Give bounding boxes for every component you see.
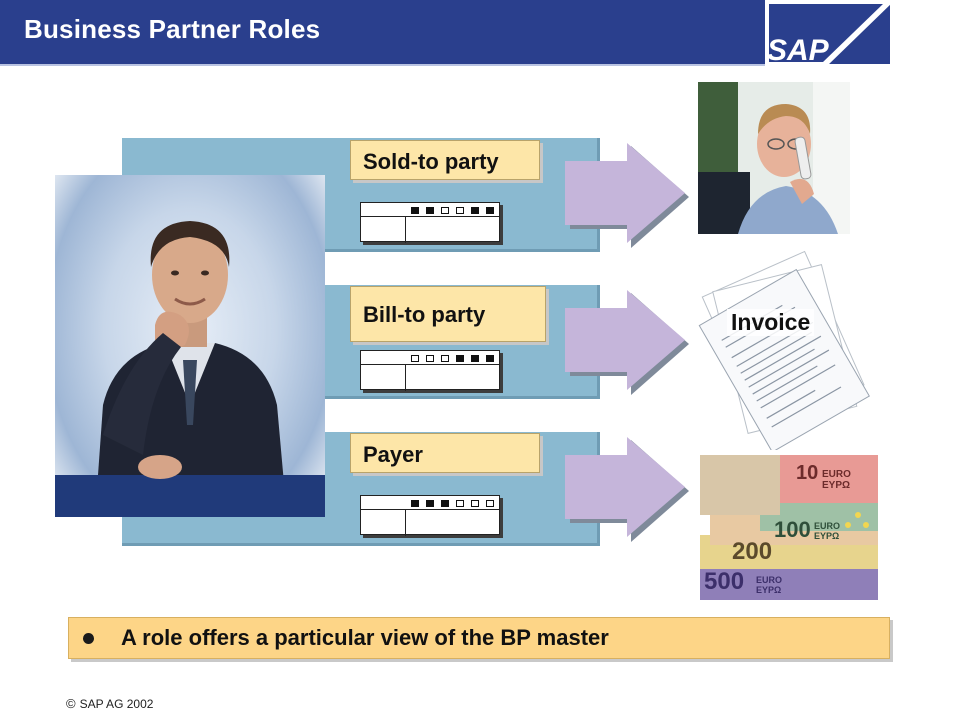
business-partner-photo (55, 175, 325, 517)
copyright-symbol: © (66, 696, 76, 711)
svg-text:EURO: EURO (822, 469, 851, 480)
role-screen-payer (360, 495, 500, 536)
svg-text:SAP: SAP (767, 34, 830, 66)
screen-header-row (361, 203, 499, 217)
euro-banknotes-photo: 10 EURO ΕΥΡΩ 100 EURO ΕΥΡΩ 200 500 EURO … (700, 455, 878, 600)
field-indicator (486, 500, 494, 507)
header: Business Partner Roles SAP (0, 0, 960, 67)
invoice-document (695, 250, 875, 453)
euro-banknotes-icon: 10 EURO ΕΥΡΩ 100 EURO ΕΥΡΩ 200 500 EURO … (700, 455, 878, 600)
field-indicator (441, 355, 449, 362)
key-point-bar: A role offers a particular view of the B… (68, 617, 890, 659)
svg-text:EURO: EURO (756, 575, 782, 585)
svg-text:100: 100 (774, 517, 811, 542)
svg-text:ΕΥΡΩ: ΕΥΡΩ (814, 531, 839, 541)
field-indicator (471, 355, 479, 362)
header-band (0, 0, 890, 66)
role-screen-bill-to (360, 350, 500, 391)
screen-header-row (361, 496, 499, 510)
field-indicator (486, 355, 494, 362)
field-indicator (426, 207, 434, 214)
field-indicator (471, 500, 479, 507)
field-indicator (411, 207, 419, 214)
person-icon (55, 221, 325, 517)
page-title: Business Partner Roles (24, 14, 321, 44)
svg-text:ΕΥΡΩ: ΕΥΡΩ (756, 585, 781, 595)
field-indicator (426, 355, 434, 362)
svg-text:10: 10 (796, 462, 818, 484)
screen-header-row (361, 351, 499, 365)
sap-logo: SAP (765, 0, 895, 67)
screen-column-divider (405, 365, 406, 391)
key-point-text: A role offers a particular view of the B… (121, 625, 609, 650)
arrow-right-icon (565, 290, 689, 395)
arrow-right-icon (565, 437, 689, 542)
svg-text:ΕΥΡΩ: ΕΥΡΩ (822, 480, 850, 491)
field-indicator (441, 500, 449, 507)
svg-text:500: 500 (704, 568, 744, 595)
role-label-bill-to-party: Bill-to party (350, 286, 546, 342)
phone-person-icon (698, 82, 850, 234)
field-indicator (441, 207, 449, 214)
svg-text:200: 200 (732, 538, 772, 565)
invoice-label: Invoice (727, 309, 815, 336)
role-screen-sold-to (360, 202, 500, 243)
copyright-footer: ©SAP AG 2002 (66, 696, 153, 711)
field-indicator (456, 500, 464, 507)
arrow-right-icon (565, 143, 689, 248)
field-indicator (411, 355, 419, 362)
field-indicator (456, 355, 464, 362)
field-indicator (426, 500, 434, 507)
role-label-sold-to-party: Sold-to party (350, 140, 540, 180)
copyright-text: SAP AG 2002 (79, 697, 154, 711)
bullet-icon (83, 633, 94, 644)
sap-logo-icon: SAP (765, 0, 895, 67)
role-label-payer: Payer (350, 433, 540, 473)
field-indicator (456, 207, 464, 214)
phone-call-photo (698, 82, 850, 234)
screen-column-divider (405, 510, 406, 536)
invoice-document-icon (698, 250, 870, 453)
screen-column-divider (405, 217, 406, 243)
svg-text:EURO: EURO (814, 521, 840, 531)
field-indicator (411, 500, 419, 507)
field-indicator (471, 207, 479, 214)
field-indicator (486, 207, 494, 214)
